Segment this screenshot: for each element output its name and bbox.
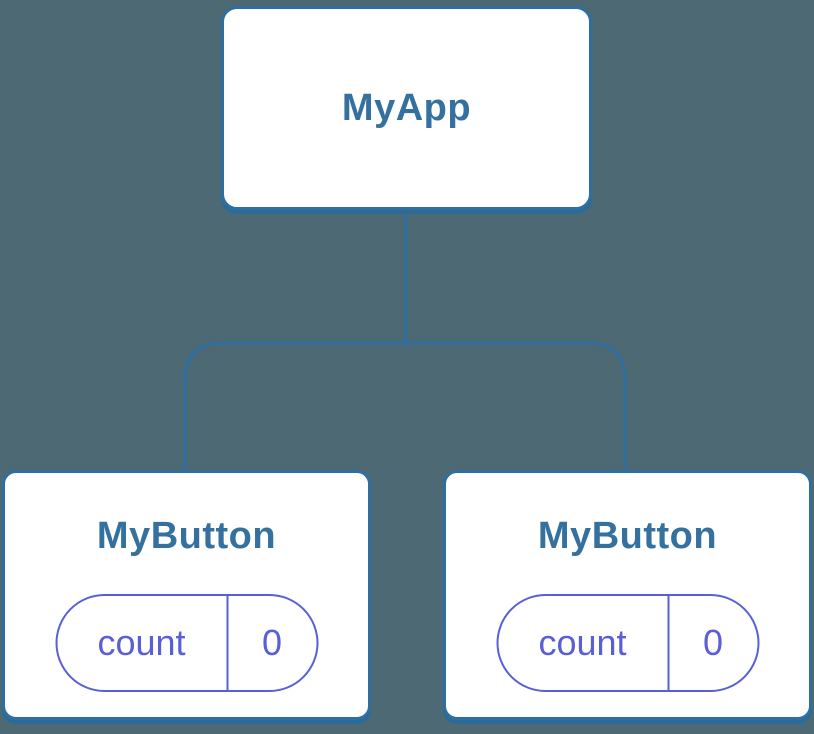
child-component-box-1: MyButton count 0 bbox=[2, 470, 371, 720]
root-component-label: MyApp bbox=[341, 86, 472, 129]
child-component-box-2: MyButton count 0 bbox=[443, 470, 812, 720]
child-component-label: MyButton bbox=[96, 515, 277, 557]
children-bracket-line bbox=[183, 341, 627, 472]
state-key-label: count bbox=[538, 622, 627, 663]
state-value: 0 bbox=[226, 596, 316, 690]
child-component-label: MyButton bbox=[537, 515, 718, 557]
state-pill: count 0 bbox=[496, 594, 759, 692]
state-pill: count 0 bbox=[55, 594, 318, 692]
state-value: 0 bbox=[667, 596, 757, 690]
root-component-box: MyApp bbox=[221, 6, 592, 210]
state-key-label: count bbox=[97, 622, 186, 663]
